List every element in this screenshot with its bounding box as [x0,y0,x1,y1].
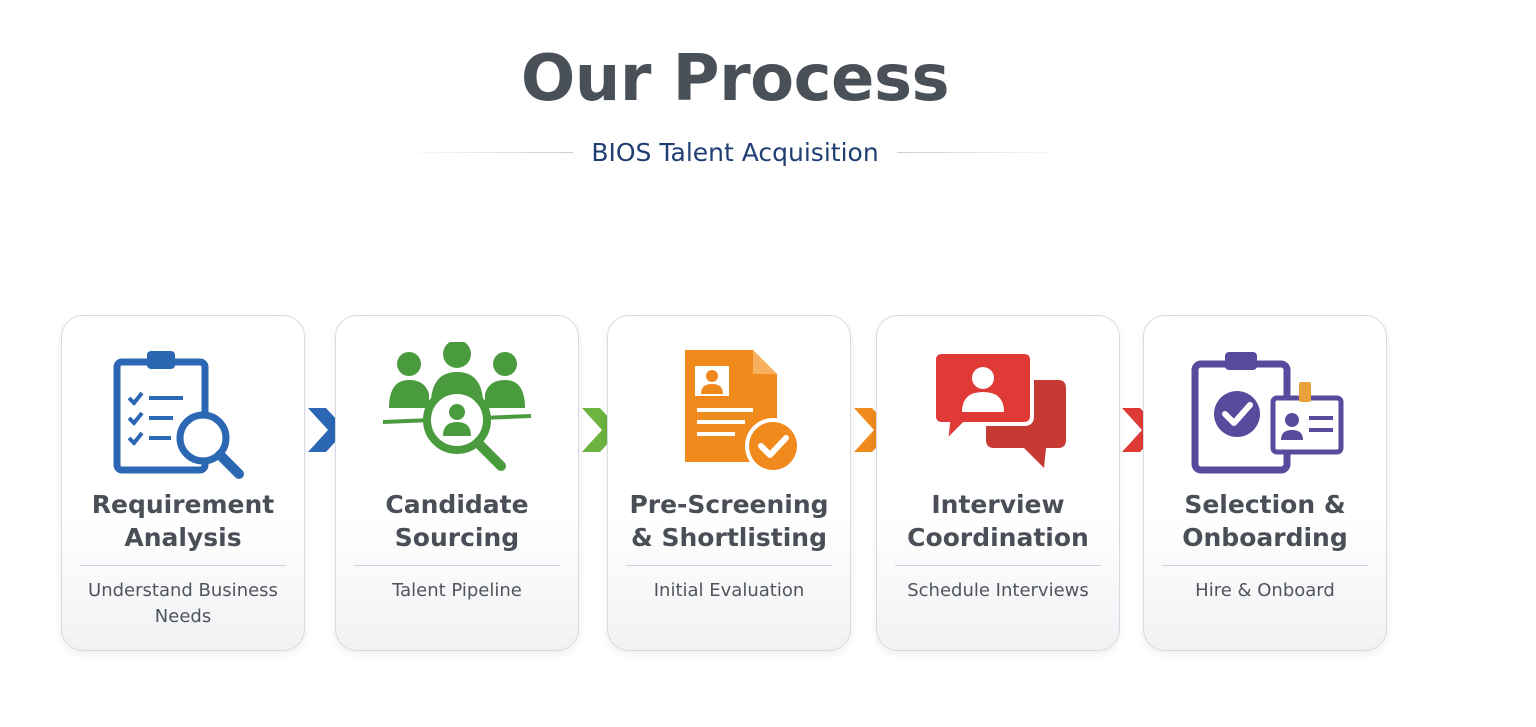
step-title: Pre-Screening & Shortlisting [629,490,829,552]
subtitle-divider-left [400,151,574,153]
people-search-icon [382,342,532,471]
step-card-requirement-analysis: Requirement Analysis Understand Business… [61,315,305,651]
step-divider [1162,565,1368,566]
step-divider [354,565,560,566]
subtitle-row: BIOS Talent Acquisition [400,134,1071,170]
chat-bubbles-icon [932,350,1066,468]
step-description: Understand Business Needs [88,580,278,627]
clipboard-search-icon [113,351,244,479]
step-description: Schedule Interviews [907,580,1089,601]
step-title: Selection & Onboarding [1182,490,1348,552]
step-card-selection-onboarding: Selection & Onboarding Hire & Onboard [1143,315,1387,651]
step-description: Talent Pipeline [392,580,522,601]
step-divider [80,565,286,566]
step-title: Candidate Sourcing [385,490,529,552]
page-subtitle: BIOS Talent Acquisition [591,137,879,167]
step-card-interview-coordination: Interview Coordination Schedule Intervie… [876,315,1120,651]
step-card-pre-screening: Pre-Screening & Shortlisting Initial Eva… [607,315,851,651]
subtitle-divider-right [896,151,1071,153]
clipboard-badge-icon [1191,352,1344,474]
step-description: Initial Evaluation [653,580,805,601]
step-card-candidate-sourcing: Candidate Sourcing Talent Pipeline [335,315,579,651]
step-description: Hire & Onboard [1195,580,1335,601]
step-title: Interview Coordination [907,490,1089,552]
step-divider [895,565,1101,566]
resume-check-icon [685,350,801,474]
step-title: Requirement Analysis [91,490,275,552]
page-title: Our Process [520,42,950,116]
step-divider [626,565,832,566]
